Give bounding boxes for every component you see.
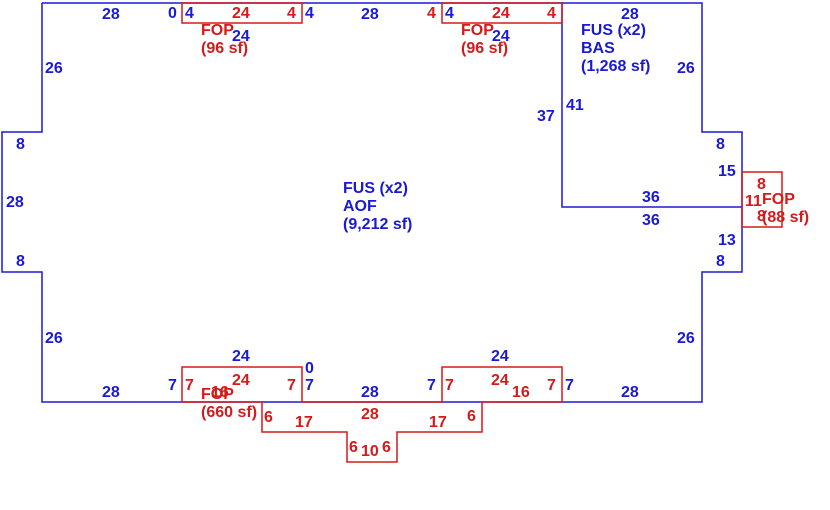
fop-right-label: FOP (88 sf): [762, 191, 809, 226]
dim-bot-6-red-b: 6: [467, 408, 476, 425]
fop-bottom-outline: [181, 366, 563, 463]
dim-top-24-blue-a: 24: [232, 28, 250, 45]
dim-left-8-bottom: 8: [16, 253, 25, 270]
aof-area-label: FUS (x2) AOF (9,212 sf): [343, 180, 412, 233]
aof-line-2: AOF: [343, 198, 377, 215]
dim-bas-36-bottom: 36: [642, 212, 660, 229]
dim-top-4a: 4: [185, 5, 194, 22]
dim-bot-7-red-d: 7: [547, 377, 556, 394]
dim-bot-24-red-b: 24: [491, 372, 509, 389]
fop-bottom-label: FOP (660 sf): [201, 386, 257, 421]
dim-bot-7a: 7: [168, 377, 177, 394]
dim-bot-17-red-a: 17: [295, 414, 313, 431]
dim-bot-10-red: 10: [361, 443, 379, 460]
fop-top-left-outline: [181, 2, 303, 24]
fop-top-right-line-1: FOP: [461, 22, 494, 39]
dim-top-4b: 4: [305, 5, 314, 22]
dim-right-8-bottom: 8: [716, 253, 725, 270]
dim-bot-24-blue-a: 24: [232, 348, 250, 365]
dim-top-28-mid: 28: [361, 6, 379, 23]
bas-line-3: (1,268 sf): [581, 58, 650, 75]
dim-top-4-red-a2: 4: [287, 5, 296, 22]
dim-right-15: 15: [718, 163, 736, 180]
dim-bot-7b: 7: [305, 377, 314, 394]
bas-area-label: FUS (x2) BAS (1,268 sf): [581, 22, 650, 75]
fop-bottom-line-1: FOP: [201, 386, 234, 403]
fop-bottom-line-2: (660 sf): [201, 404, 257, 421]
dim-bot-6-red-c: 6: [349, 439, 358, 456]
dim-top-4-red-c: 4: [547, 5, 556, 22]
dim-bot-0: 0: [305, 360, 314, 377]
dim-left-8-top: 8: [16, 136, 25, 153]
dim-bot-16-red-b: 16: [512, 384, 530, 401]
dim-left-26-top: 26: [45, 60, 63, 77]
dim-top-28-left: 28: [102, 6, 120, 23]
aof-line-3: (9,212 sf): [343, 216, 412, 233]
aof-line-1: FUS (x2): [343, 180, 408, 197]
dim-bot-7-red-a: 7: [185, 377, 194, 394]
fop-top-right-outline: [441, 2, 563, 24]
dim-bot-28-left: 28: [102, 384, 120, 401]
fop-top-left-line-2: (96 sf): [201, 40, 248, 57]
bas-line-2: BAS: [581, 40, 615, 57]
bas-line-1: FUS (x2): [581, 22, 646, 39]
dim-top-28-right: 28: [621, 6, 639, 23]
dim-bot-16-red-a: 16: [211, 384, 229, 401]
dim-bot-7-red-c: 7: [445, 377, 454, 394]
fop-top-right-label: FOP (96 sf): [461, 22, 508, 57]
dim-bot-28-mid: 28: [361, 384, 379, 401]
dim-bot-24-blue-b: 24: [491, 348, 509, 365]
fop-top-right-line-2: (96 sf): [461, 40, 508, 57]
dim-fop-right-8-top: 8: [757, 176, 766, 193]
dim-bot-17-red-b: 17: [429, 414, 447, 431]
dim-top-4c: 4: [445, 5, 454, 22]
dim-bot-6-red-d: 6: [382, 439, 391, 456]
fop-top-left-line-1: FOP: [201, 22, 234, 39]
fop-top-left-label: FOP (96 sf): [201, 22, 248, 57]
dim-bot-7-red-b: 7: [287, 377, 296, 394]
fop-right-line-1: FOP: [762, 191, 795, 208]
dim-bot-28-red: 28: [361, 406, 379, 423]
dim-right-13: 13: [718, 232, 736, 249]
bas-outline: [562, 2, 743, 207]
fop-right-outline: [741, 171, 783, 228]
dim-top-24-blue-b: 24: [492, 28, 510, 45]
dim-bot-7c: 7: [427, 377, 436, 394]
dim-left-26-bottom: 26: [45, 330, 63, 347]
dim-bas-36-top: 36: [642, 189, 660, 206]
fop-right-line-2: (88 sf): [762, 209, 809, 226]
dim-right-26: 26: [677, 330, 695, 347]
dim-bas-37: 37: [537, 108, 555, 125]
dim-top-24-red-a: 24: [232, 5, 250, 22]
dim-top-4-red-b: 4: [427, 5, 436, 22]
dim-fop-right-8-bottom: 8: [757, 208, 766, 225]
dim-bas-26: 26: [677, 60, 695, 77]
dim-bot-6-red-a: 6: [264, 409, 273, 426]
dim-top-24-red-b: 24: [492, 5, 510, 22]
dim-bot-24-red-a: 24: [232, 372, 250, 389]
dim-bot-7d: 7: [565, 377, 574, 394]
dim-bas-41: 41: [566, 97, 584, 114]
dim-right-8-top: 8: [716, 136, 725, 153]
dim-fop-right-11: 11: [745, 193, 762, 210]
main-outline: [1, 2, 743, 403]
dim-left-28: 28: [6, 194, 24, 211]
dim-bot-28-right: 28: [621, 384, 639, 401]
dim-top-0: 0: [168, 5, 177, 22]
